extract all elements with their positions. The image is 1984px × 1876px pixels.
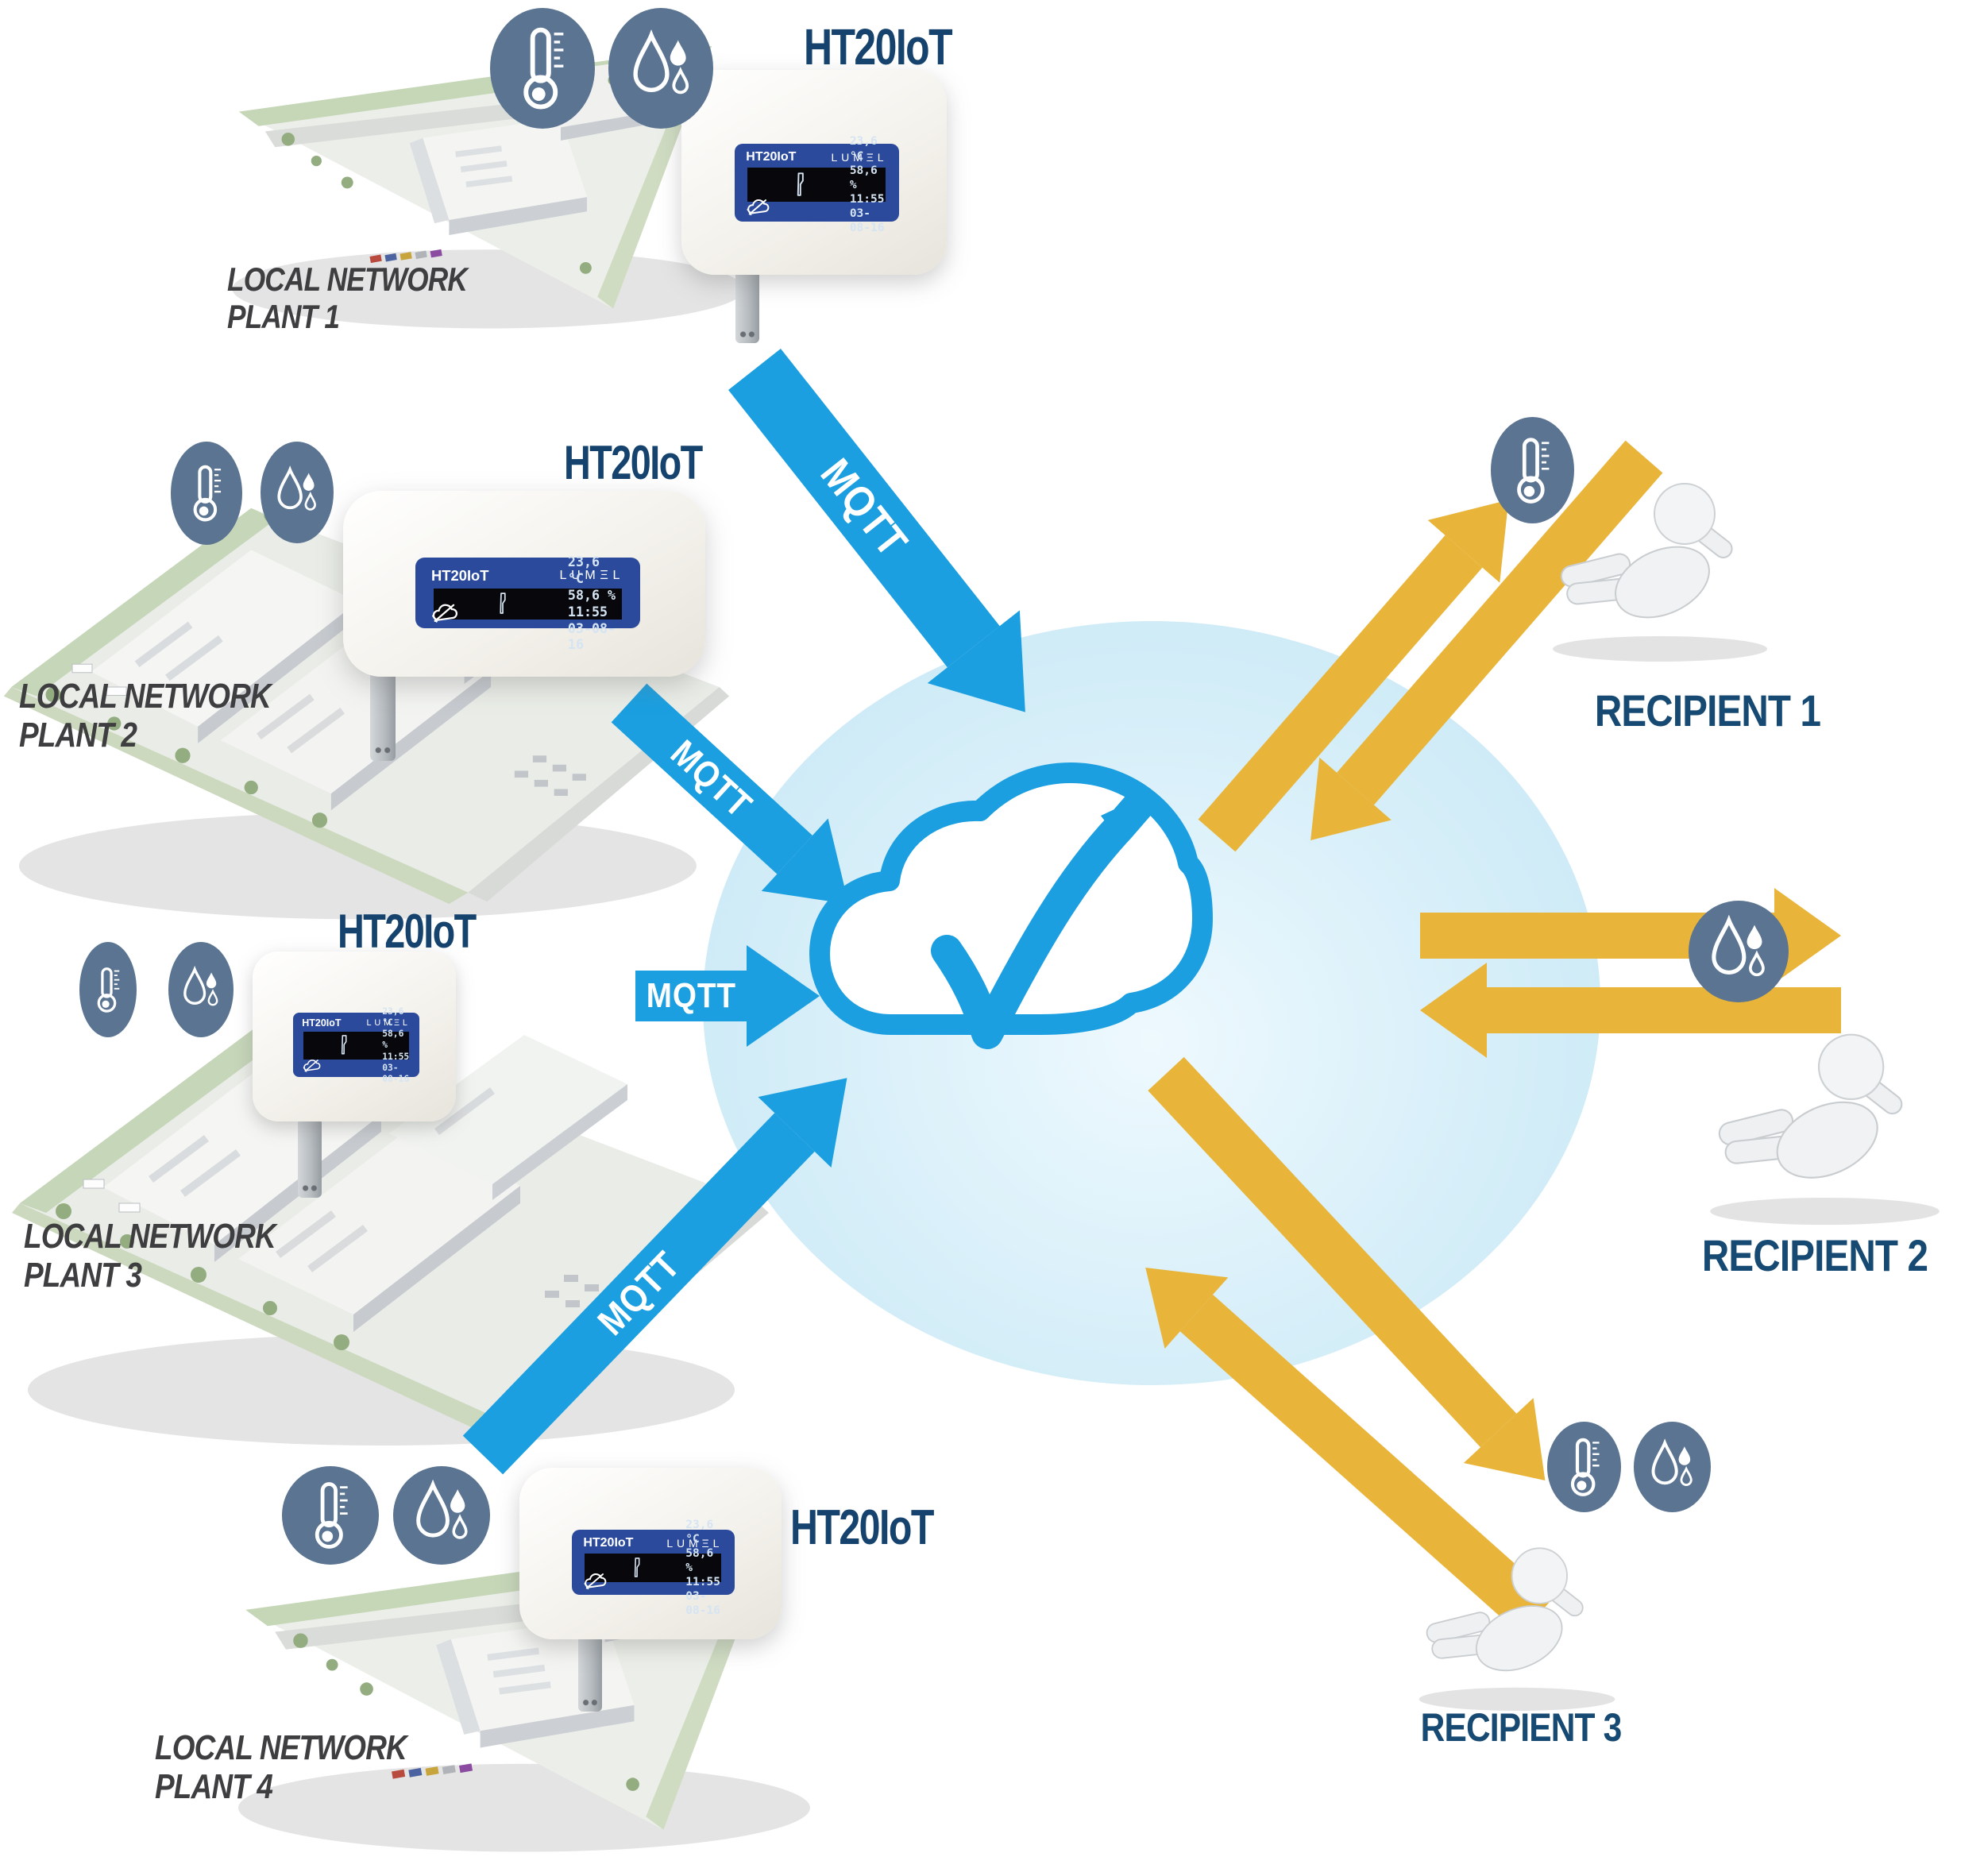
lcd-measurement-line: 23,6 °C 58,6 % — [849, 135, 878, 191]
checkmark-tip — [1101, 792, 1152, 835]
plant-number-line: PLANT 1 — [227, 298, 340, 336]
plant-network-line: LOCAL NETWORK — [24, 1217, 276, 1256]
lcd-probe-icon — [310, 1034, 378, 1056]
ht20iot-device: HT20IoT LUMΞL 23,6 °C 58,6 % 11:55 03-08… — [519, 1468, 782, 1639]
water-drops-icon — [631, 25, 692, 111]
device-panel: HT20IoT LUMΞL 23,6 °C 58,6 % 11:55 03-08… — [734, 135, 899, 234]
plant-label: LOCAL NETWORK PLANT 2 — [19, 677, 272, 755]
thermometer-icon — [1563, 1434, 1606, 1500]
lcd-probe-icon — [756, 172, 845, 199]
humidity-icon — [261, 442, 334, 543]
plant-label: LOCAL NETWORK PLANT 3 — [24, 1217, 276, 1295]
water-drops-icon — [182, 955, 220, 1024]
cloud-check-icon — [581, 1570, 610, 1592]
plant-number-line: PLANT 4 — [155, 1767, 273, 1807]
device-model-title: HT20IoT — [564, 436, 703, 489]
ht20iot-device: HT20IoT LUMΞL 23,6 °C 58,6 % 11:55 03-08… — [253, 952, 456, 1121]
water-drops-icon — [276, 456, 318, 529]
cloud-check-icon — [744, 196, 773, 218]
ht20iot-device: HT20IoT LUMΞL 23,6 °C 58,6 % 11:55 03-08… — [343, 491, 705, 677]
plant-label: LOCAL NETWORK PLANT 4 — [155, 1728, 407, 1807]
mounting-probe — [370, 672, 396, 761]
water-drops-icon — [1709, 915, 1767, 988]
plant-label: LOCAL NETWORK PLANT 1 — [227, 261, 468, 336]
mqtt-label: MQTT — [811, 450, 917, 566]
device-brand-label: HT20IoT — [302, 1017, 342, 1029]
mqtt-label: MQTT — [589, 1244, 689, 1344]
plant-network-line: LOCAL NETWORK — [227, 261, 468, 298]
thermometer-icon — [303, 1480, 359, 1550]
lumel-logo: LUMΞL — [366, 1018, 411, 1029]
device-model-title: HT20IoT — [804, 18, 953, 75]
device-panel: HT20IoT LUMΞL 23,6 °C 58,6 % 11:55 03-08… — [293, 1006, 419, 1084]
device-lcd: 23,6 °C 58,6 % 11:55 03-08-16 — [433, 554, 623, 652]
plant-number-line: PLANT 3 — [24, 1256, 142, 1295]
lcd-datetime-line: 11:55 03-08-16 — [685, 1576, 720, 1618]
mqtt-arrow-plant3-to-cloud: MQTT — [635, 945, 820, 1047]
temperature-icon — [171, 442, 242, 545]
device-lcd: 23,6 °C 58,6 % 11:55 03-08-16 — [585, 1519, 722, 1617]
temperature-icon — [282, 1466, 379, 1565]
device-lcd: 23,6 °C 58,6 % 11:55 03-08-16 — [303, 1006, 410, 1084]
arrow-shaft: MQTT — [635, 971, 747, 1021]
thermometer-icon — [1508, 432, 1557, 508]
recipient-label: RECIPIENT 2 — [1701, 1230, 1928, 1280]
water-drops-icon — [414, 1480, 470, 1550]
lumel-logo: LUMΞL — [831, 151, 888, 164]
device-brand-label: HT20IoT — [746, 150, 797, 164]
temperature-icon — [79, 942, 137, 1037]
thermometer-icon — [186, 456, 227, 531]
humidity-icon — [168, 942, 234, 1037]
mounting-probe — [735, 270, 759, 343]
mounting-probe — [578, 1636, 602, 1712]
recipient-label: RECIPIENT 1 — [1594, 685, 1821, 735]
thermometer-icon — [91, 955, 125, 1024]
cloud-check-icon — [301, 1057, 323, 1074]
lumel-logo: LUMΞL — [559, 568, 625, 583]
device-lcd: 23,6 °C 58,6 % 11:55 03-08-16 — [747, 135, 886, 234]
temperature-icon — [490, 8, 595, 129]
device-brand-label: HT20IoT — [583, 1535, 634, 1550]
arrow-head — [747, 945, 820, 1047]
ht20iot-device: HT20IoT LUMΞL 23,6 °C 58,6 % 11:55 03-08… — [681, 70, 947, 275]
humidity-icon — [393, 1466, 490, 1565]
plant-network-line: LOCAL NETWORK — [155, 1728, 407, 1767]
mqtt-label: MQTT — [646, 976, 736, 1015]
lcd-measurement-line: 23,6 °C 58,6 % — [567, 554, 616, 603]
plant-number-line: PLANT 2 — [19, 716, 137, 755]
recipient-figure-checkmark — [1390, 1509, 1644, 1720]
cloud-check-icon — [429, 600, 461, 625]
lcd-measurement-line: 23,6 °C 58,6 % — [382, 1006, 404, 1051]
device-brand-label: HT20IoT — [430, 566, 489, 584]
arrow-shaft: MQTT — [728, 348, 1000, 668]
water-drops-icon — [1650, 1434, 1694, 1500]
cloud-checkmark — [931, 787, 1156, 1049]
cloud-service-icon — [809, 762, 1213, 1049]
lcd-datetime-line: 11:55 03-08-16 — [382, 1051, 410, 1084]
recipient-figure-checkmark — [1680, 989, 1970, 1235]
mounting-probe — [298, 1118, 322, 1198]
mqtt-label: MQTT — [663, 731, 761, 826]
device-panel: HT20IoT LUMΞL 23,6 °C 58,6 % 11:55 03-08… — [415, 554, 640, 652]
arrow-head — [1420, 963, 1487, 1058]
humidity-icon — [1634, 1422, 1711, 1512]
plant-network-line: LOCAL NETWORK — [19, 677, 272, 716]
lcd-datetime-line: 11:55 03-08-16 — [567, 604, 616, 653]
humidity-icon — [608, 8, 713, 129]
recipient-label: RECIPIENT 3 — [1420, 1705, 1623, 1750]
lcd-probe-icon — [445, 592, 561, 616]
device-panel: HT20IoT LUMΞL 23,6 °C 58,6 % 11:55 03-08… — [572, 1519, 735, 1617]
temperature-icon — [1547, 1422, 1621, 1512]
lcd-measurement-line: 23,6 °C 58,6 % — [685, 1518, 714, 1574]
lumel-logo: LUMΞL — [666, 1536, 724, 1550]
humidity-icon — [1689, 901, 1789, 1002]
temperature-icon — [1491, 417, 1574, 523]
thermometer-icon — [512, 25, 573, 111]
mqtt-arrow-plant1-to-cloud: MQTT — [708, 333, 1071, 749]
device-model-title: HT20IoT — [338, 905, 477, 958]
device-model-title: HT20IoT — [790, 1500, 934, 1555]
lcd-datetime-line: 11:55 03-08-16 — [849, 192, 885, 235]
